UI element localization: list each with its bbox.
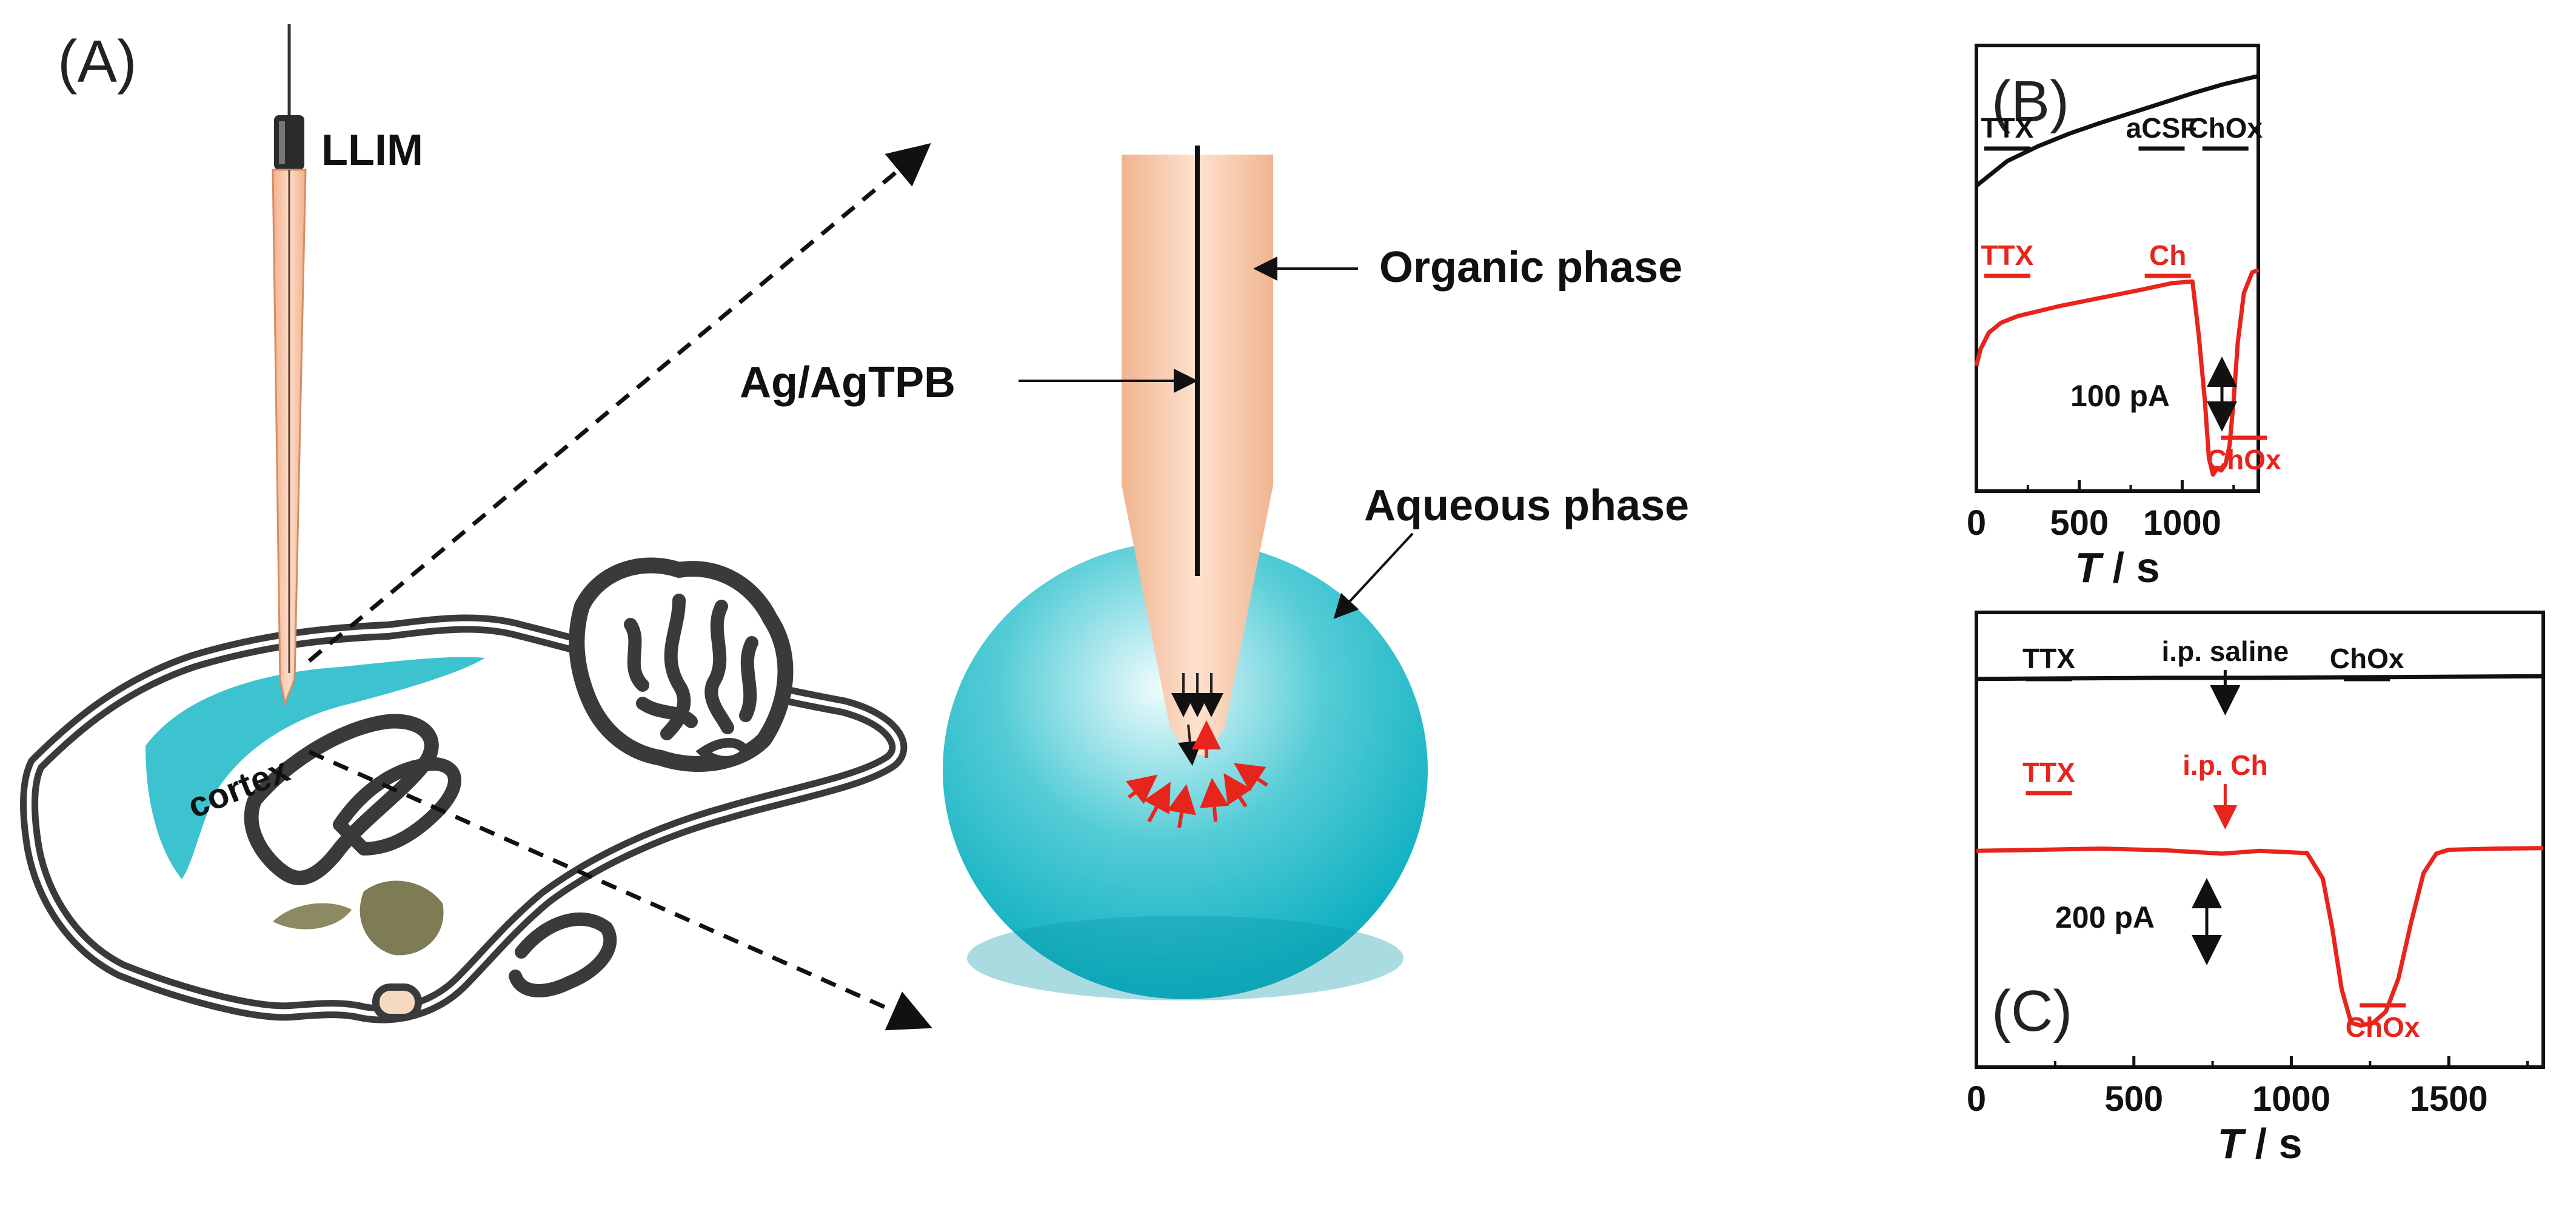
panel-label: (C): [1992, 979, 2072, 1044]
treatment-label: ChOx: [2346, 1011, 2420, 1043]
trace-black: [1975, 73, 2259, 188]
treatment-label: ChOx: [2207, 444, 2281, 475]
aqueous-phase-label: Aqueous phase: [1364, 481, 1689, 530]
treatment-label: TTX: [2022, 757, 2075, 788]
panel-label: (B): [1992, 69, 2069, 134]
treatment-label: ChOx: [2188, 112, 2263, 144]
x-axis-title: T / s: [2217, 1120, 2302, 1167]
x-tick-label: 1000: [2143, 503, 2221, 543]
x-tick-label: 1000: [2252, 1079, 2330, 1119]
organic-phase-label: Organic phase: [1379, 243, 1682, 292]
treatment-label: TTX: [2022, 643, 2075, 674]
x-tick-label: 500: [2050, 503, 2109, 543]
interface-schematic: Organic phase Ag/AgTPB Aqueous phase: [740, 146, 1689, 1000]
brain-illustration: cortex: [20, 557, 908, 1023]
treatment-label: i.p. saline: [2162, 635, 2289, 667]
x-axis-title: T / s: [2075, 544, 2159, 591]
treatment-label: TTX: [1981, 240, 2033, 271]
treatment-label: Ch: [2149, 240, 2186, 271]
scale-bar-label: 200 pA: [2055, 900, 2155, 934]
scale-bar-label: 100 pA: [2070, 379, 2170, 413]
zoom-line-bottom: [308, 749, 932, 1031]
trace-red: [1976, 846, 2544, 1028]
x-tick-label: 0: [1967, 1079, 1986, 1119]
treatment-label: ChOx: [2330, 643, 2404, 674]
treatment-label: i.p. Ch: [2183, 749, 2268, 781]
zoom-line-top: [307, 143, 931, 663]
llim-label: LLIM: [321, 126, 423, 175]
ag-agtpb-label: Ag/AgTPB: [740, 358, 955, 407]
llim-pipette: LLIM: [272, 24, 423, 707]
plot-frame: [1975, 611, 2545, 1069]
x-tick-label: 500: [2104, 1079, 2163, 1119]
panel-a-label: (A): [58, 28, 137, 95]
plot-frame: [1975, 44, 2260, 493]
x-tick-label: 0: [1967, 503, 1986, 543]
x-tick-label: 1500: [2410, 1079, 2488, 1119]
treatment-label: aCSF: [2126, 112, 2198, 144]
treatment-label: TTX: [1981, 112, 2033, 144]
panel-a: (A) cortex: [20, 24, 1689, 1031]
